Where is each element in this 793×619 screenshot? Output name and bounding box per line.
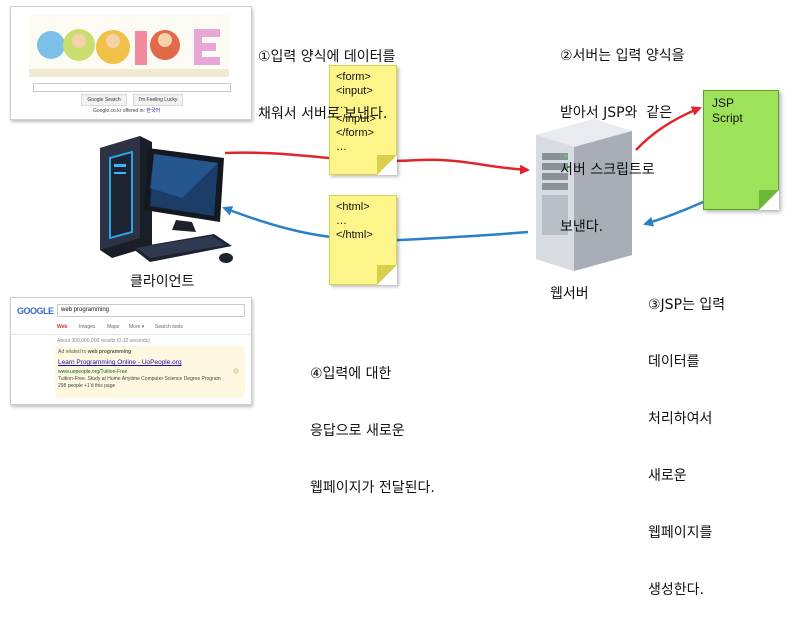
step3-line2: 데이터를: [648, 354, 700, 370]
html-note-line: <html>: [336, 201, 370, 213]
google-results-screenshot: GOOGLE web programming Web Images Maps M…: [10, 297, 252, 405]
google-doodle-logo: [29, 15, 229, 77]
feeling-lucky-button[interactable]: I'm Feeling Lucky: [133, 94, 183, 106]
tabs-divider: [11, 334, 251, 335]
results-query: web programming: [61, 307, 110, 313]
offered-in-label: Google.co.kr offered in:: [93, 108, 145, 114]
result-title-link[interactable]: Learn Programming Online - UoPeople.org: [58, 359, 182, 366]
jsp-return-arrow: [643, 200, 704, 227]
client-label: 클라이언트: [130, 274, 195, 290]
form-note-line: <input>: [336, 85, 373, 97]
step4-line3: 웹페이지가 전달된다.: [310, 480, 435, 496]
google-search-button[interactable]: Google Search: [81, 94, 127, 106]
jsp-note-line1: JSP: [712, 96, 735, 110]
step2-caption: ②서버는 입력 양식을 받아서 JSP와 같은 서버 스크립트로 보낸다.: [560, 9, 685, 256]
form-note-line: </input>: [336, 113, 376, 125]
google-homepage-screenshot: Google Search I'm Feeling Lucky Google.c…: [10, 6, 252, 120]
step3-line1: ③JSP는 입력: [648, 297, 726, 313]
html-note-line: …: [336, 215, 347, 227]
ad-notice-label: Ad related to: [58, 349, 87, 355]
result-description: Tuition-Free. Study at Home Anytime Comp…: [58, 376, 221, 382]
step2-line3: 서버 스크립트로: [560, 162, 655, 178]
step2-line4: 보낸다.: [560, 219, 604, 235]
step1-caption: ①입력 양식에 데이터를 채워서 서버로 보낸다.: [258, 10, 395, 143]
step3-line6: 생성한다.: [648, 582, 704, 598]
note-fold: [759, 190, 779, 210]
result-url: www.uopeople.org/Tuition-Free: [58, 369, 128, 375]
step2-line2: 받아서 JSP와 같은: [560, 105, 673, 121]
form-note-line: <form>: [336, 71, 371, 83]
form-request-note: <form> <input> … </input> </form> …: [329, 65, 397, 175]
jsp-script-note: JSP Script: [703, 90, 779, 210]
step3-caption: ③JSP는 입력 데이터를 처리하여서 새로운 웹페이지를 생성한다.: [648, 258, 725, 619]
html-note-line: </html>: [336, 229, 373, 241]
step4-line2: 응답으로 새로운: [310, 423, 405, 439]
web-server-icon: [536, 119, 632, 271]
ad-notice: Ad related to web programming: [58, 349, 131, 355]
tab-search-tools[interactable]: Search tools: [155, 324, 183, 330]
offered-in-text: Google.co.kr offered in: 한국어: [93, 108, 160, 114]
ad-block: Ad related to web programming Learn Prog…: [55, 346, 245, 398]
tab-maps[interactable]: Maps: [107, 324, 120, 330]
response-arrow: [222, 206, 529, 242]
results-tabs: Web Images Maps More ▾ Search tools: [57, 322, 237, 332]
results-stats: About 300,000,000 results (0.32 seconds): [57, 338, 150, 344]
result-plus-ones: 298 people +1'd this page: [58, 383, 116, 389]
note-fold: [377, 265, 397, 285]
step2-line1: ②서버는 입력 양식을: [560, 48, 685, 64]
form-note-line: </form>: [336, 127, 374, 139]
flow-arrows: [222, 106, 704, 242]
step3-line3: 처리하여서: [648, 411, 713, 427]
request-arrow: [224, 151, 530, 175]
ad-notice-query: web programming: [87, 349, 132, 355]
tab-images[interactable]: Images: [79, 324, 96, 330]
note-fold: [377, 155, 397, 175]
step4-caption: ④입력에 대한 응답으로 새로운 웹페이지가 전달된다.: [310, 327, 435, 517]
client-computer-icon: [100, 136, 233, 263]
results-search-box[interactable]: web programming: [57, 304, 245, 317]
step1-line2: 채워서 서버로 보낸다.: [258, 106, 388, 122]
jsp-note-line2: Script: [712, 111, 743, 125]
form-note-line: …: [336, 99, 347, 111]
html-response-note: <html> … </html>: [329, 195, 397, 285]
step3-line4: 새로운: [648, 468, 687, 484]
ad-info-icon[interactable]: [233, 368, 239, 374]
offered-language-link[interactable]: 한국어: [146, 108, 161, 114]
form-note-line: …: [336, 141, 347, 153]
results-logo: GOOGLE: [17, 306, 54, 316]
forward-to-jsp-arrow: [635, 106, 702, 151]
step4-line1: ④입력에 대한: [310, 366, 392, 382]
web-server-label: 웹서버: [550, 286, 589, 302]
step3-line5: 웹페이지를: [648, 525, 713, 541]
tab-more[interactable]: More ▾: [129, 324, 145, 330]
google-search-box[interactable]: [33, 83, 231, 92]
step1-line1: ①입력 양식에 데이터를: [258, 49, 396, 65]
tab-web[interactable]: Web: [57, 324, 68, 330]
